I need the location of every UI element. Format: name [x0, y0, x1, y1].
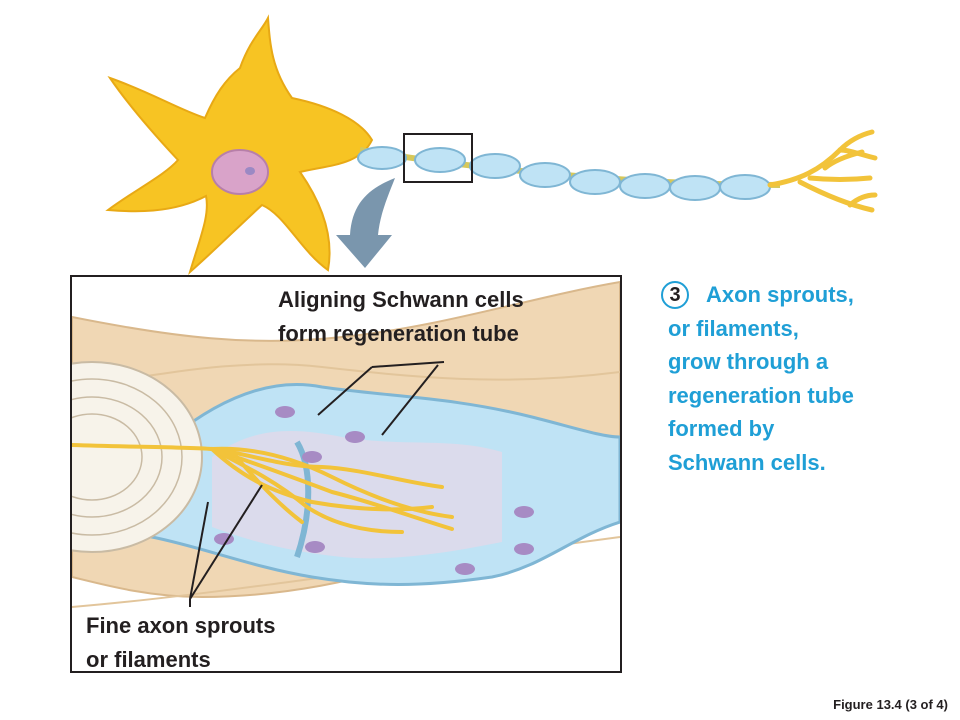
- step-text-line-5: formed by: [668, 416, 775, 441]
- soma: [105, 14, 374, 276]
- myelin-end: [72, 361, 203, 553]
- schwann-nuclei: [214, 406, 534, 575]
- step-text-line-1: Axon sprouts,: [706, 282, 854, 307]
- neuron-cell-body: [105, 14, 374, 276]
- nucleolus: [245, 167, 255, 175]
- regeneration-inset: Aligning Schwann cells form regeneration…: [70, 275, 622, 673]
- leader-lines: [189, 361, 445, 607]
- sprouts-label-line-1: Fine axon sprouts: [86, 613, 276, 638]
- step-text-line-4: regeneration tube: [668, 382, 854, 408]
- regeneration-tube-illustration: [72, 280, 620, 608]
- axon-terminals: [767, 129, 878, 213]
- step-number-badge: 3: [661, 281, 689, 309]
- figure-caption: Figure 13.4 (3 of 4): [833, 697, 948, 712]
- neuron-illustration: [105, 14, 878, 276]
- step-text-line-2: or filaments,: [668, 315, 799, 341]
- step-text-body: or filaments, grow through a regeneratio…: [668, 312, 854, 480]
- myelinated-axon: [357, 146, 781, 201]
- axon-sprouts-label: Fine axon sprouts or filaments: [86, 609, 276, 672]
- step-text-line-3: grow through a: [668, 349, 829, 374]
- sprouts-label-line-2: or filaments: [86, 647, 211, 672]
- axon-sprouts: [72, 443, 454, 534]
- zoom-box: [403, 133, 473, 183]
- nucleus: [211, 149, 269, 195]
- schwann-label-line-1: Aligning Schwann cells: [278, 287, 524, 312]
- schwann-cells-label: Aligning Schwann cells form regeneration…: [278, 283, 524, 351]
- schwann-label-line-2: form regeneration tube: [278, 321, 519, 346]
- zoom-arrow: [336, 178, 395, 268]
- step-text-line-6: Schwann cells.: [668, 449, 826, 475]
